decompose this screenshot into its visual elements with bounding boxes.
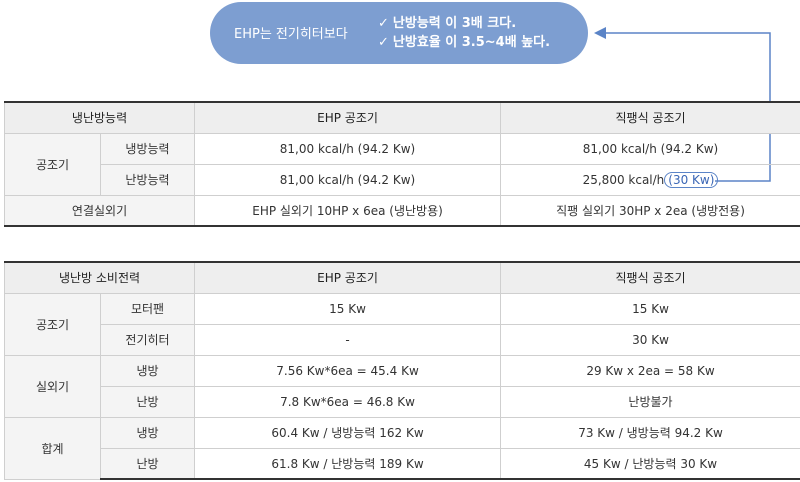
cell-total-cool-direct: 73 Kw / 냉방능력 94.2 Kw (500, 416, 800, 449)
row-label-heat: 난방 (99, 385, 196, 418)
header-corner: 냉난방능력 (3, 101, 196, 134)
row-label-outdoor: 연결실외기 (3, 194, 196, 227)
cell-cooling-direct: 81,00 kcal/h (94.2 Kw) (500, 132, 800, 165)
callout-point-2: ✓난방효율 이 3.5~4배 높다. (378, 35, 551, 50)
cell-outdoor-ehp: EHP 실외기 10HP x 6ea (냉난방용) (194, 194, 502, 227)
cell-heater-direct: 30 Kw (500, 323, 800, 356)
table-row: 합계 냉방 60.4 Kw / 냉방능력 162 Kw 73 Kw / 냉방능력… (4, 416, 800, 480)
callout-point-1: ✓난방능력 이 3배 크다. (378, 16, 517, 31)
header-ehp: EHP 공조기 (194, 101, 502, 134)
table-row: 난방 61.8 Kw / 난방능력 189 Kw 45 Kw / 난방능력 30… (5, 447, 800, 480)
check-icon: ✓ (378, 16, 389, 31)
check-icon: ✓ (378, 35, 389, 50)
highlight-badge: (30 Kw) (664, 171, 719, 188)
row-label-cooling: 냉방능력 (99, 132, 196, 165)
heating-direct-value: 25,800 kcal/h (582, 172, 665, 187)
table-header-row: 냉난방 소비전력 EHP 공조기 직팽식 공조기 (3, 261, 800, 294)
table-row: 공조기 모터팬 15 Kw 15 Kw (4, 292, 800, 356)
table-header-row: 냉난방능력 EHP 공조기 직팽식 공조기 (3, 101, 800, 134)
capacity-table: 냉난방능력 EHP 공조기 직팽식 공조기 공조기 냉방능력 81,00 kca… (3, 101, 800, 227)
table-row: 전기히터 - 30 Kw (5, 323, 800, 356)
row-label-heating: 난방능력 (99, 163, 196, 196)
cell-fan-direct: 15 Kw (500, 292, 800, 325)
cell-heater-ehp: - (194, 323, 502, 356)
header-ehp: EHP 공조기 (194, 261, 502, 294)
table-row: 실외기 냉방 7.56 Kw*6ea = 45.4 Kw 29 Kw x 2ea… (4, 354, 800, 418)
cell-heating-direct: 25,800 kcal/h(30 Kw) (500, 163, 800, 196)
callout-points: ✓난방능력 이 3배 크다. ✓난방효율 이 3.5~4배 높다. (378, 14, 550, 52)
cell-od-heat-direct: 난방불가 (500, 385, 800, 418)
group-ahu: 공조기 (4, 292, 101, 356)
cell-heating-ehp: 81,00 kcal/h (94.2 Kw) (194, 163, 502, 196)
group-total: 합계 (4, 416, 101, 480)
power-table: 냉난방 소비전력 EHP 공조기 직팽식 공조기 공조기 모터팬 15 Kw 1… (3, 261, 800, 480)
header-corner: 냉난방 소비전력 (3, 261, 196, 294)
cell-od-heat-ehp: 7.8 Kw*6ea = 46.8 Kw (194, 385, 502, 418)
row-label-heat: 난방 (99, 447, 196, 480)
cell-od-cool-ehp: 7.56 Kw*6ea = 45.4 Kw (194, 354, 502, 387)
group-ahu: 공조기 (4, 132, 101, 196)
row-label-fan: 모터팬 (99, 292, 196, 325)
cell-od-cool-direct: 29 Kw x 2ea = 58 Kw (500, 354, 800, 387)
callout-bubble: EHP는 전기히터보다 ✓난방능력 이 3배 크다. ✓난방효율 이 3.5~4… (210, 2, 588, 64)
cell-outdoor-direct: 직팽 실외기 30HP x 2ea (냉방전용) (500, 194, 800, 227)
table-row: 난방 7.8 Kw*6ea = 46.8 Kw 난방불가 (5, 385, 800, 418)
table-row: 난방능력 81,00 kcal/h (94.2 Kw) 25,800 kcal/… (5, 163, 800, 196)
cell-cooling-ehp: 81,00 kcal/h (94.2 Kw) (194, 132, 502, 165)
cell-total-heat-ehp: 61.8 Kw / 난방능력 189 Kw (194, 447, 502, 480)
cell-total-cool-ehp: 60.4 Kw / 냉방능력 162 Kw (194, 416, 502, 449)
header-direct: 직팽식 공조기 (500, 261, 800, 294)
cell-fan-ehp: 15 Kw (194, 292, 502, 325)
table-row: 연결실외기 EHP 실외기 10HP x 6ea (냉난방용) 직팽 실외기 3… (3, 194, 800, 227)
group-outdoor: 실외기 (4, 354, 101, 418)
cell-total-heat-direct: 45 Kw / 난방능력 30 Kw (500, 447, 800, 480)
row-label-heater: 전기히터 (99, 323, 196, 356)
row-label-cool: 냉방 (99, 416, 196, 449)
callout-label: EHP는 전기히터보다 (234, 27, 348, 42)
header-direct: 직팽식 공조기 (500, 101, 800, 134)
row-label-cool: 냉방 (99, 354, 196, 387)
table-row: 공조기 냉방능력 81,00 kcal/h (94.2 Kw) 81,00 kc… (4, 132, 800, 196)
